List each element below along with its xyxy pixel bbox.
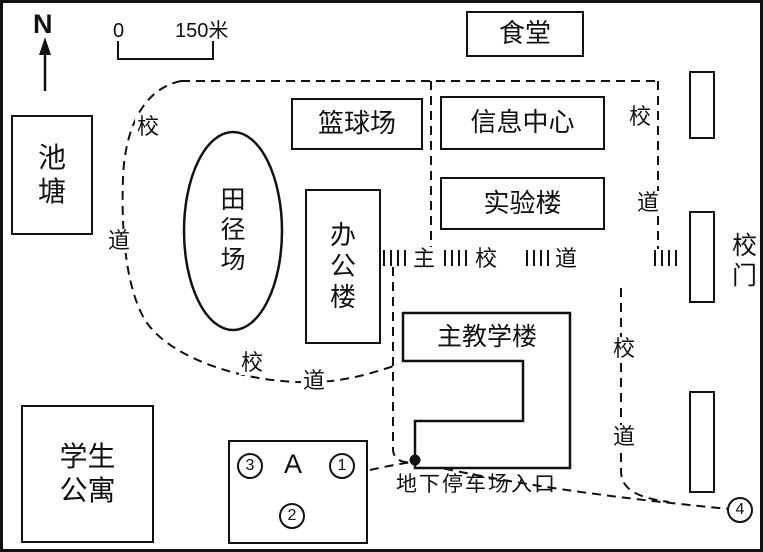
- scale-bar-icon: [117, 41, 214, 60]
- track-field-outline: [182, 130, 284, 332]
- road-label-right-bottom-dao: 道: [611, 424, 638, 449]
- road-hatch-marks: [383, 250, 677, 266]
- right-wall-segment-bottom: [689, 391, 715, 493]
- road-label-left-dao: 道: [106, 228, 133, 253]
- parking-entrance-dot: [409, 454, 421, 466]
- road-label-right-bottom-xiao: 校: [611, 336, 638, 361]
- building-office-label: 办公楼: [329, 219, 356, 313]
- building-student-dorm: 学生公寓: [21, 405, 154, 543]
- building-info-center-label: 信息中心: [470, 107, 575, 138]
- marker-point-2: 2: [279, 503, 305, 529]
- building-student-dorm-label: 学生公寓: [59, 441, 116, 506]
- building-info-center: 信息中心: [440, 96, 605, 150]
- road-dashed-middle-vertical: [392, 267, 416, 464]
- road-dashed-left-loop: [121, 80, 395, 384]
- right-wall-segment-middle: [689, 211, 715, 303]
- road-dashed-right-bottom-vertical: [620, 288, 670, 503]
- right-wall-segment-top: [689, 71, 715, 139]
- school-gate-label: 校门: [731, 232, 757, 290]
- building-pond-label: 池塘: [37, 142, 66, 207]
- building-basketball-court: 篮球场: [291, 98, 423, 150]
- road-dashed-a-to-entrance: [369, 461, 414, 471]
- road-label-bottom-dao: 道: [301, 368, 328, 393]
- building-lab-label: 实验楼: [483, 187, 562, 218]
- building-canteen: 食堂: [466, 11, 584, 57]
- building-office: 办公楼: [305, 189, 381, 344]
- road-label-left-xiao: 校: [135, 114, 162, 139]
- road-label-bottom-xiao: 校: [239, 350, 266, 375]
- marker-point-4: 4: [727, 497, 753, 523]
- marker-label-a: A: [284, 449, 303, 479]
- road-label-right-top-xiao: 校: [627, 104, 654, 129]
- main-teaching-building-label: 主教学楼: [436, 323, 537, 351]
- north-arrow-icon: [39, 37, 51, 91]
- main-teaching-building-outline: [401, 311, 572, 470]
- building-pond: 池塘: [11, 115, 93, 235]
- road-label-main-xiao: 校: [473, 246, 500, 271]
- road-label-main-dao: 道: [553, 246, 580, 271]
- map-lines-layer: [39, 37, 731, 510]
- road-dashed-entrance-to-point4: [414, 461, 731, 510]
- parking-entrance-label: 地下停车场入口: [396, 473, 557, 496]
- scale-zero-label: 0: [113, 20, 125, 42]
- building-canteen-label: 食堂: [498, 18, 551, 49]
- scale-distance-label: 150米: [175, 20, 229, 42]
- building-lab: 实验楼: [440, 177, 605, 230]
- marker-point-1: 1: [329, 453, 355, 479]
- road-label-right-top-dao: 道: [635, 190, 662, 215]
- building-basketball-court-label: 篮球场: [317, 108, 396, 139]
- marker-point-3: 3: [237, 453, 263, 479]
- compass-label: N: [33, 9, 53, 39]
- track-field-label: 田径场: [220, 186, 246, 274]
- road-label-main-zhu: 主: [411, 246, 438, 271]
